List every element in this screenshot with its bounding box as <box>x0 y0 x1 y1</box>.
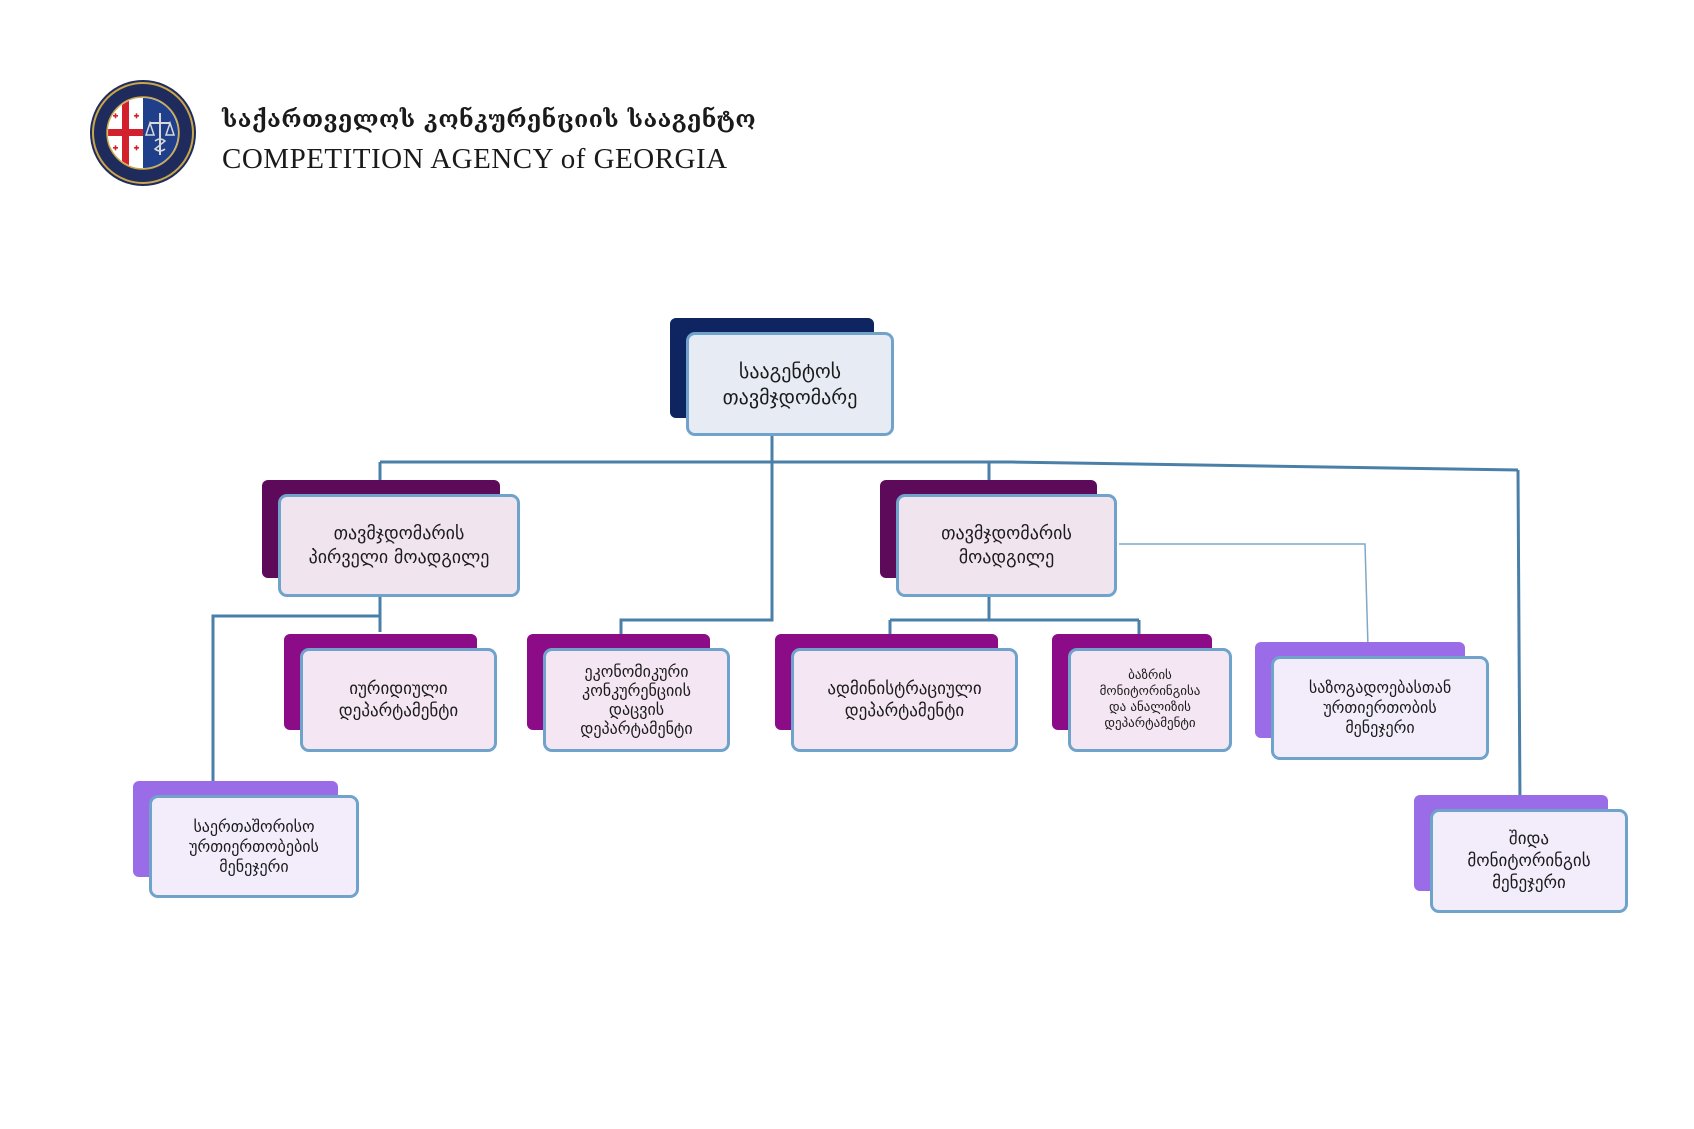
agency-logo <box>90 80 196 186</box>
connector-to-public-relations <box>1119 543 1369 648</box>
node-economic-department-label: ეკონომიკური კონკურენციის დაცვის დეპარტამ… <box>580 661 693 739</box>
org-name-georgian: საქართველოს კონკურენციის სააგენტო <box>222 106 757 133</box>
connector-to-internal-monitoring <box>1516 469 1522 807</box>
node-international-relations-manager-card: საერთაშორისო ურთიერთობების მენეჯერი <box>149 795 359 898</box>
connector-to-economic-dept <box>619 462 774 636</box>
node-legal-department-label: იურიდიული დეპარტამენტი <box>338 678 459 721</box>
node-internal-monitoring-manager-label: შიდა მონიტორინგის მენეჯერი <box>1467 828 1591 894</box>
node-market-monitoring-department-card: ბაზრის მონიტორინგისა და ანალიზის დეპარტა… <box>1068 648 1232 752</box>
node-economic-department-card: ეკონომიკური კონკურენციის დაცვის დეპარტამ… <box>543 648 730 752</box>
node-chair-label: სააგენტოს თავმჯდომარე <box>722 359 858 409</box>
node-international-relations-manager-label: საერთაშორისო ურთიერთობების მენეჯერი <box>189 816 319 876</box>
node-first-deputy-label: თავმჯდომარის პირველი მოადგილე <box>308 523 490 568</box>
node-administrative-department-label: ადმინისტრაციული დეპარტამენტი <box>827 678 982 721</box>
org-name-english: COMPETITION AGENCY of GEORGIA <box>222 143 728 175</box>
node-legal-department-card: იურიდიული დეპარტამენტი <box>300 648 497 752</box>
node-administrative-department-card: ადმინისტრაციული დეპარტამენტი <box>791 648 1018 752</box>
node-deputy-card: თავმჯდომარის მოადგილე <box>896 494 1117 597</box>
node-market-monitoring-department-label: ბაზრის მონიტორინგისა და ანალიზის დეპარტა… <box>1099 667 1201 732</box>
node-deputy-label: თავმჯდომარის მოადგილე <box>941 523 1072 568</box>
node-chair-card: სააგენტოს თავმჯდომარე <box>686 332 894 436</box>
node-public-relations-manager-label: საზოგადოებასთან ურთიერთობის მენეჯერი <box>1308 678 1452 737</box>
node-internal-monitoring-manager-card: შიდა მონიტორინგის მენეჯერი <box>1430 809 1628 913</box>
node-first-deputy-card: თავმჯდომარის პირველი მოადგილე <box>278 494 520 597</box>
connector-first-deputy-branch <box>211 614 380 783</box>
connector-top-bus <box>380 460 1519 472</box>
node-public-relations-manager-card: საზოგადოებასთან ურთიერთობის მენეჯერი <box>1271 656 1489 760</box>
